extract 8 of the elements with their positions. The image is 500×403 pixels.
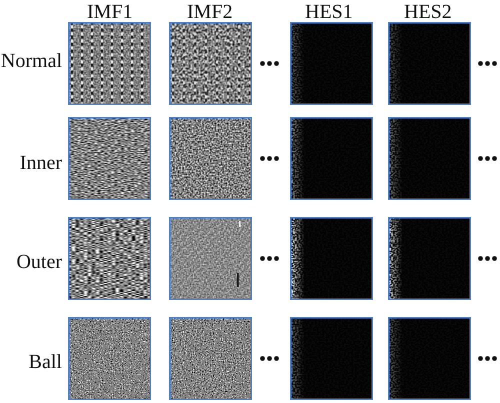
row-label: Inner [20,151,62,175]
column-header: IMF1 [87,0,133,24]
column-header: HES2 [404,0,452,24]
column-header: HES1 [305,0,353,24]
row-label: Normal [0,49,62,73]
row-label: Ball [28,350,62,374]
row-label: Outer [16,250,62,274]
column-header: IMF2 [187,0,233,24]
